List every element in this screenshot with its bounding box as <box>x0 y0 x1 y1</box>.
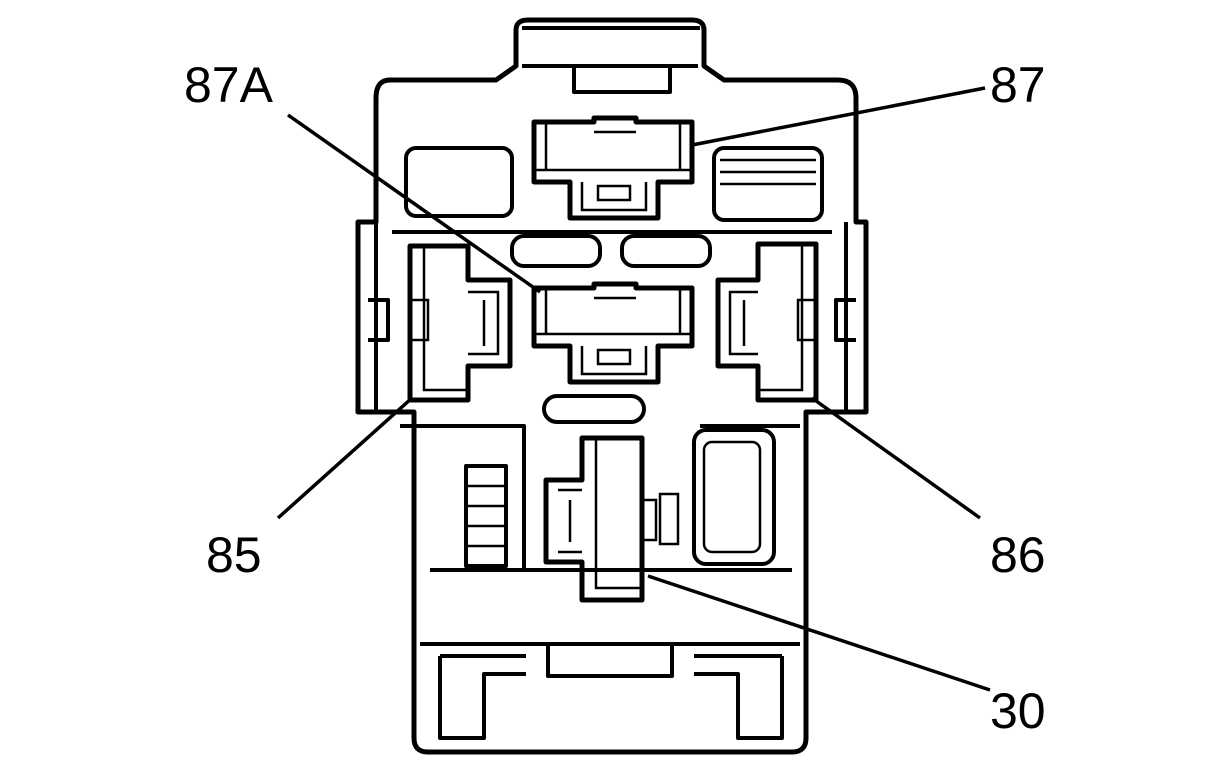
label-86: 86 <box>990 527 1046 583</box>
upper-left-cavity <box>404 146 514 218</box>
slot-right <box>620 234 712 268</box>
label-30: 30 <box>990 683 1046 739</box>
terminal-87a-socket <box>531 281 695 385</box>
top-latch <box>522 26 700 94</box>
leader-86 <box>810 396 982 520</box>
label-85: 85 <box>206 527 262 583</box>
label-87a: 87A <box>184 57 274 113</box>
bottom-right-foot <box>694 654 784 740</box>
bottom-body <box>420 568 800 678</box>
leader-87 <box>691 86 986 147</box>
slot-left <box>510 234 602 268</box>
slot-center <box>542 394 646 424</box>
terminal-87-socket <box>531 115 695 221</box>
label-87: 87 <box>990 57 1046 113</box>
terminal-86-socket <box>715 241 819 403</box>
leader-85 <box>276 396 414 520</box>
lower-right-cavity <box>692 428 776 566</box>
terminal-85-socket <box>407 243 513 403</box>
right-side-rail <box>834 222 856 412</box>
leader-87a <box>286 113 542 294</box>
inner-partition <box>392 230 832 570</box>
bottom-left-foot <box>438 654 526 740</box>
lower-left-latch <box>464 464 508 568</box>
left-side-rail <box>368 222 390 412</box>
terminal-30-socket <box>543 435 680 603</box>
leader-30 <box>647 574 991 692</box>
upper-right-cavity <box>712 146 824 222</box>
